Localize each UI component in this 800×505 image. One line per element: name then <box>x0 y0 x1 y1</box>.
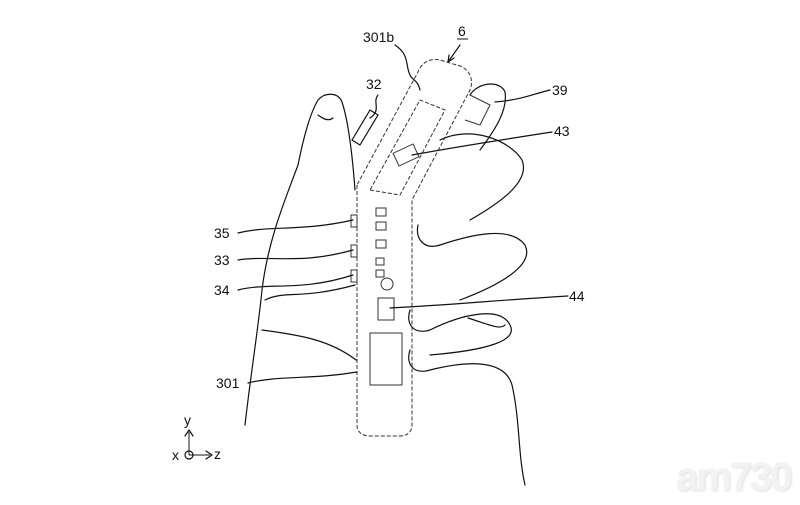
label-33: 33 <box>214 252 230 268</box>
reference-labels: 301b 6 32 39 43 35 33 34 44 301 <box>214 23 585 391</box>
axis-y: y <box>184 412 191 428</box>
indicator <box>375 207 387 217</box>
button-circle <box>380 277 394 291</box>
label-34: 34 <box>214 282 230 298</box>
indicator <box>375 221 387 231</box>
axis-indicator: y x z <box>172 412 221 463</box>
hand-outline <box>244 83 528 486</box>
display-window <box>369 332 403 386</box>
label-44: 44 <box>569 288 585 304</box>
label-6: 6 <box>458 23 466 39</box>
sensor-43 <box>392 143 420 167</box>
sensor-44 <box>377 297 395 321</box>
label-43: 43 <box>554 123 570 139</box>
axis-z: z <box>214 446 221 462</box>
label-301b: 301b <box>363 29 394 45</box>
label-32: 32 <box>366 76 382 92</box>
label-39: 39 <box>552 82 568 98</box>
leader-lines <box>237 44 569 384</box>
dial-32 <box>351 109 379 146</box>
watermark-logo: am730 <box>676 455 793 499</box>
axis-x: x <box>172 447 179 463</box>
label-301: 301 <box>216 375 240 391</box>
indicator <box>375 239 387 249</box>
label-35: 35 <box>214 225 230 241</box>
